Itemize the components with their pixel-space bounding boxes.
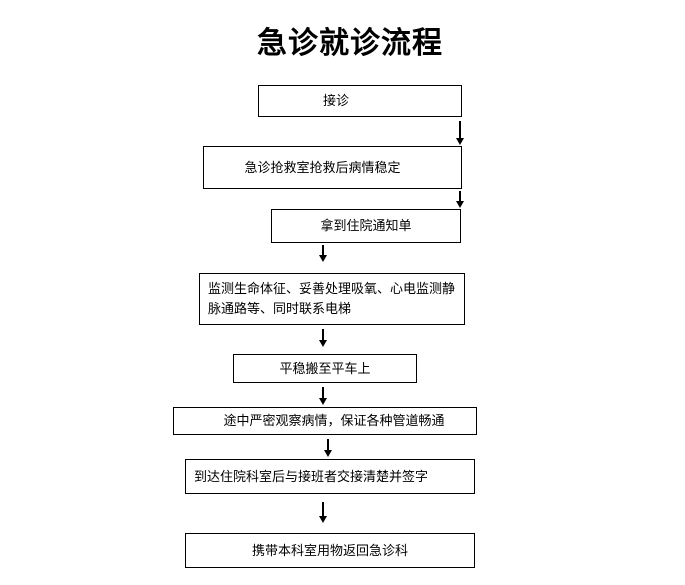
page-title: 急诊就诊流程 <box>257 27 443 60</box>
arrow-line <box>327 439 329 450</box>
flow-node-reception: 接诊 <box>258 85 462 117</box>
flow-node-admission-notice: 拿到住院通知单 <box>271 209 461 243</box>
arrow-down-head-icon <box>324 450 332 457</box>
arrow-down-head-icon <box>319 516 327 523</box>
flow-node-stabilized: 急诊抢救室抢救后病情稳定 <box>203 146 462 189</box>
flow-node-transfer-cart: 平稳搬至平车上 <box>233 354 417 383</box>
arrow-line <box>459 191 461 201</box>
flow-node-return-er: 携带本科室用物返回急诊科 <box>185 533 475 568</box>
arrow-line <box>322 502 324 516</box>
flow-node-monitoring: 监测生命体征、妥善处理吸氧、心电监测静脉通路等、同时联系电梯 <box>199 273 465 325</box>
arrow-down-head-icon <box>319 255 327 262</box>
flow-arrow-stabilized-to-admission-notice <box>456 191 465 208</box>
arrow-down-head-icon <box>456 201 464 208</box>
arrow-down-head-icon <box>456 138 464 145</box>
flow-arrow-monitoring-to-transfer-cart <box>319 329 328 347</box>
flow-arrow-handover-sign-to-return-er <box>319 502 328 523</box>
flow-arrow-observe-route-to-handover-sign <box>324 439 333 457</box>
arrow-line <box>322 245 324 255</box>
arrow-down-head-icon <box>319 340 327 347</box>
arrow-line <box>322 387 324 398</box>
flow-arrow-admission-notice-to-monitoring <box>319 245 328 262</box>
arrow-down-head-icon <box>319 398 327 405</box>
flow-node-handover-sign: 到达住院科室后与接班者交接清楚并签字 <box>185 459 475 494</box>
arrow-line <box>322 329 324 340</box>
flow-arrow-reception-to-stabilized <box>456 121 465 145</box>
arrow-line <box>459 121 461 138</box>
flow-arrow-transfer-cart-to-observe-route <box>319 387 328 405</box>
flow-node-observe-route: 途中严密观察病情，保证各种管道畅通 <box>173 407 477 435</box>
